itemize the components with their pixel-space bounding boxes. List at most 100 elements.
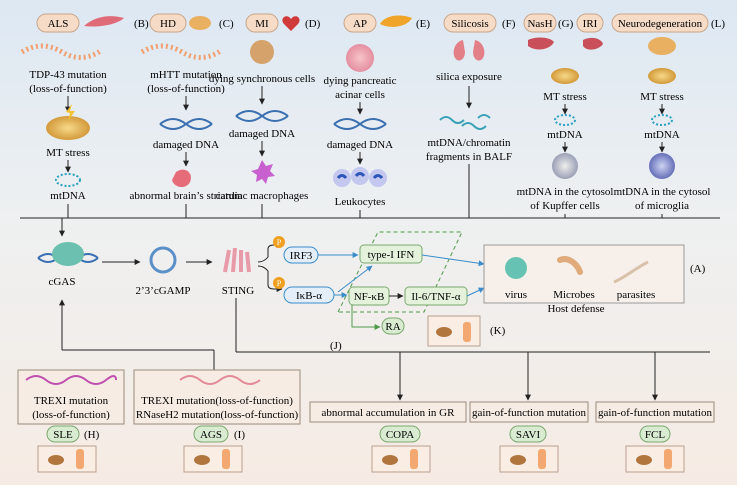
panel-letter: (C) <box>219 18 234 30</box>
savi-label: SAVI <box>516 429 541 441</box>
dying-cell-icon <box>250 40 274 64</box>
neuro-stress: MT stress <box>640 91 684 103</box>
dna-icon <box>159 118 213 130</box>
dna-icon <box>333 118 387 130</box>
ifn-box <box>359 244 423 264</box>
brain-icon <box>189 16 211 30</box>
cgas-label: cGAS <box>49 276 76 288</box>
ags-cause: TREXI mutation(loss-of-function) <box>141 395 293 407</box>
mtdna-icon <box>651 114 673 126</box>
protein-chain-icon <box>20 43 104 60</box>
mitochondria-icon <box>46 116 90 140</box>
phospho-label: P <box>277 238 282 247</box>
leukocytes-icon <box>333 167 387 187</box>
human-icon <box>664 449 672 469</box>
microbe-icon <box>557 256 583 275</box>
human-icon <box>410 449 418 469</box>
ra-label: RA <box>385 321 400 333</box>
bottom-fcl: gain-of-function mutation FCL <box>595 401 715 473</box>
copa-cause: abnormal accumulation in GR <box>322 407 456 419</box>
column-als: TDP-43 mutation (loss-of-function) MT st… <box>20 43 107 202</box>
lightning-icon <box>66 104 75 121</box>
ra-box <box>381 317 405 335</box>
sting-label: STING <box>222 285 254 297</box>
dna-icon <box>235 110 289 122</box>
dna-icon <box>25 375 117 385</box>
mtdna-icon <box>554 114 576 126</box>
macrophage-icon <box>251 160 275 184</box>
disease-label: NasH <box>527 18 552 30</box>
sle-cause: TREXI mutation <box>34 395 109 407</box>
disease-label: Silicosis <box>451 18 488 30</box>
lung-icon <box>453 40 485 61</box>
protein-chain-icon <box>140 43 224 60</box>
silicosis-end: mtDNA/chromatin <box>427 137 511 149</box>
mouse-icon <box>436 327 452 337</box>
column-mi: dying synchronous cells damaged DNA card… <box>209 40 315 202</box>
als-stress: MT stress <box>46 147 90 159</box>
microglia-icon <box>649 153 675 179</box>
ap-cause-2: acinar cells <box>335 89 385 101</box>
acinar-cell-icon <box>346 44 374 72</box>
bottom-copa: abnormal accumulation in GR COPA <box>309 401 467 473</box>
ags-label: AGS <box>200 429 222 441</box>
irf3-label: IRF3 <box>290 250 313 262</box>
host-defense-panel: virus Microbes parasites Host defense (A… <box>483 244 706 315</box>
panel-letter: (G) <box>558 18 574 30</box>
disease-label: HD <box>160 18 176 30</box>
kupffer-cell-icon <box>552 153 578 179</box>
parasite-icon <box>613 260 649 284</box>
host-defense-letter: (A) <box>690 263 706 275</box>
disease-label: IRI <box>583 18 598 30</box>
fcl-label: FCL <box>645 429 665 441</box>
pathway-row: cGAS 2’3’cGAMP STING P IRF3 P IκB-α type… <box>37 231 710 401</box>
bottom-ags: TREXI mutation(loss-of-function) RNaseH2… <box>133 369 301 473</box>
striatum-icon <box>172 169 191 188</box>
convergence-bracket <box>20 164 720 237</box>
disease-label: Neurodegeneration <box>618 18 703 30</box>
ags-cause-2: RNaseH2 mutation(loss-of-function) <box>136 409 299 421</box>
pancreas-icon <box>380 15 412 27</box>
il6-label: Il-6/TNF-α <box>411 291 460 303</box>
disease-neurodegeneration: Neurodegeneration (L) <box>611 13 725 33</box>
nash-end: mtDNA in the cytosol <box>517 186 614 198</box>
human-icon <box>463 322 471 342</box>
bottom-savi: gain-of-function mutation SAVI <box>469 401 589 473</box>
muscle-icon <box>84 16 124 27</box>
sting-icon <box>223 247 251 273</box>
neuro-end: mtDNA in the cytosol <box>614 186 711 198</box>
column-ap: dying pancreatic acinar cells damaged DN… <box>324 44 397 208</box>
ap-mid: damaged DNA <box>327 139 393 151</box>
column-neuro: MT stress mtDNA mtDNA in the cytosol of … <box>614 68 711 212</box>
hd-cause: mHTT mutation <box>150 69 222 81</box>
als-cause-2: (loss-of-function) <box>29 83 107 95</box>
nash-mid: mtDNA <box>547 129 583 141</box>
disease-ap: AP (E) <box>343 13 430 33</box>
disease-nash: NasH (G) <box>523 13 574 33</box>
dna-fragments-icon <box>439 114 491 130</box>
savi-cause: gain-of-function mutation <box>472 407 586 419</box>
hd-cause-2: (loss-of-function) <box>147 83 225 95</box>
mouse-icon <box>194 455 210 465</box>
human-icon <box>222 449 230 469</box>
neuro-mid: mtDNA <box>644 129 680 141</box>
phospho-badge <box>273 236 285 248</box>
dna-icon <box>179 375 261 385</box>
panel-letter: (F) <box>502 18 516 30</box>
neuro-end-2: of microglia <box>635 200 689 212</box>
mouse-icon <box>382 455 398 465</box>
sle-letter: (H) <box>84 429 100 441</box>
silicosis-cause: silica exposure <box>436 71 502 83</box>
mitochondria-icon <box>551 68 579 84</box>
bottom-sle: TREXI mutation (loss-of-function) SLE (H… <box>17 369 125 473</box>
hd-end: abnormal brain’s striatum <box>129 190 242 202</box>
disease-label: ALS <box>48 18 69 30</box>
kidney-icon <box>583 37 603 50</box>
mi-cause: dying synchronous cells <box>209 73 315 85</box>
fcl-cause: gain-of-function mutation <box>598 407 712 419</box>
virus-icon <box>505 257 527 279</box>
disease-mi: MI (D) <box>245 13 321 33</box>
panel-letter: (B) <box>134 18 149 30</box>
copa-label: COPA <box>386 429 414 441</box>
